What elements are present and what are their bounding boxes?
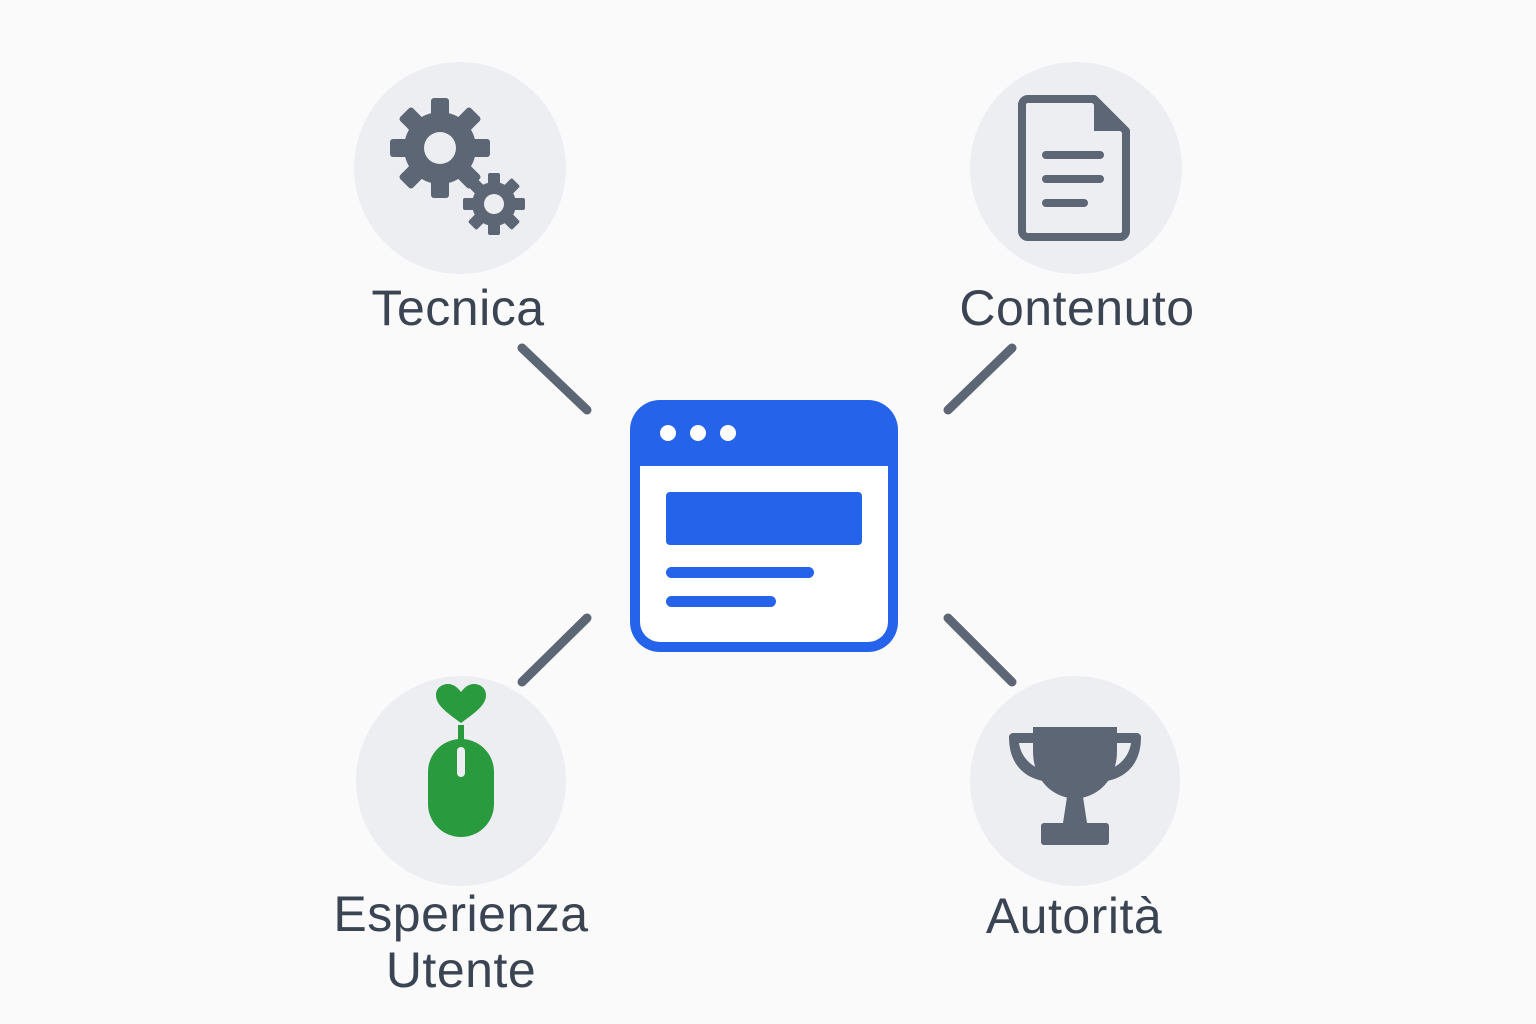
center-node [626,396,902,661]
node-tecnica-label: Tecnica [371,280,545,336]
node-esperienza-utente-label: Esperienza Utente [281,886,641,998]
node-esperienza-utente-circle [356,676,566,886]
document-icon [1018,95,1130,241]
node-contenuto-label: Contenuto [959,280,1195,336]
node-contenuto-circle [970,62,1182,274]
node-esperienza-utente-label-line2: Utente [385,942,537,998]
gears-icon [390,98,525,235]
connector-contenuto [943,343,1017,415]
connector-esperienza-utente [517,613,592,687]
trophy-icon [1009,727,1141,845]
browser-window-icon [630,400,898,652]
node-esperienza-utente-label-line1: Esperienza [333,886,589,942]
connector-autorita [943,613,1017,687]
mouse-heart-icon [428,684,494,837]
connector-tecnica [517,343,592,415]
node-tecnica-circle [354,62,566,274]
node-autorita-label: Autorità [985,888,1163,944]
node-autorita-circle [970,676,1180,886]
